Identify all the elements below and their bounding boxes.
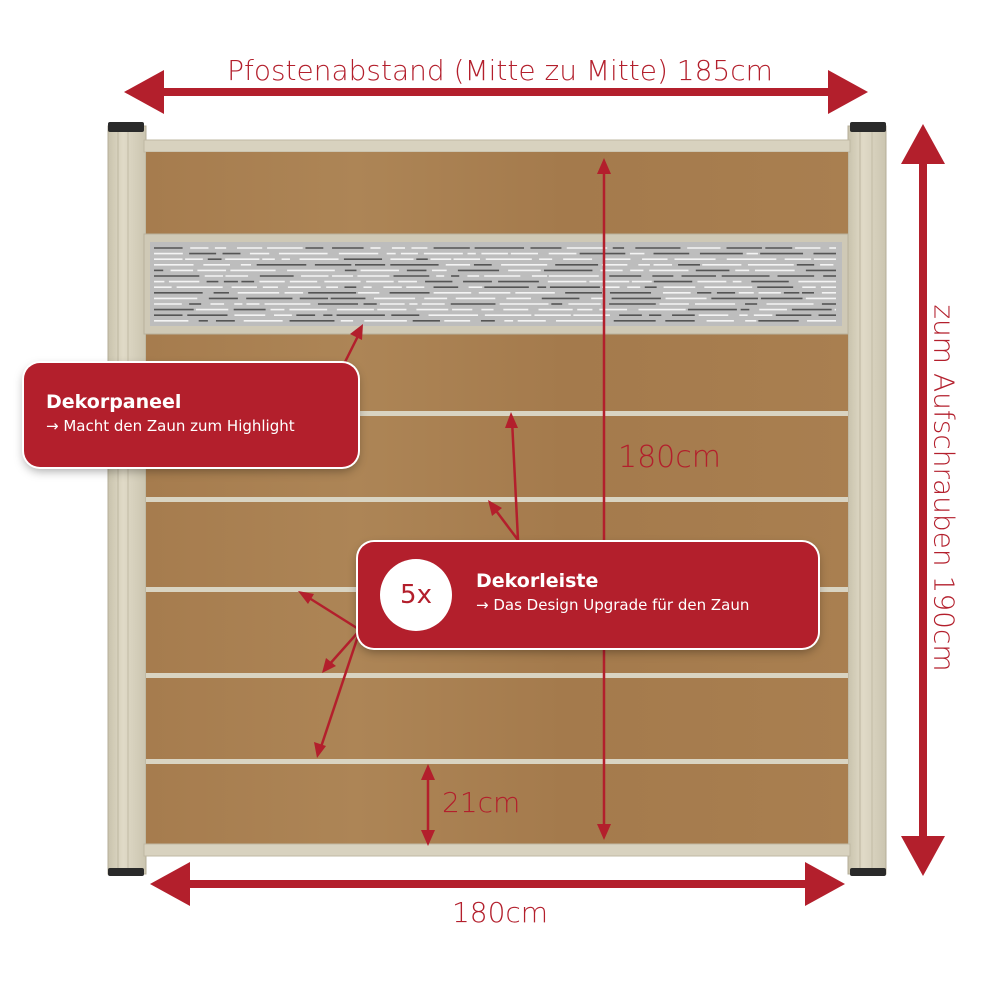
decor-panel	[150, 242, 842, 326]
dekorpaneel-title: Dekorpaneel	[46, 391, 182, 413]
dekorleiste-callout: 5x Dekorleiste → Das Design Upgrade für …	[358, 542, 818, 648]
post-spacing-label: Pfostenabstand (Mitte zu Mitte) 185cm	[227, 54, 773, 87]
panel-height-label: 180cm	[618, 440, 721, 475]
dekorpaneel-callout: Dekorpaneel → Macht den Zaun zum Highlig…	[24, 363, 358, 467]
dimension-arrows	[124, 70, 945, 906]
count-badge: 5x	[380, 559, 452, 631]
dekorleiste-subtitle: → Das Design Upgrade für den Zaun	[476, 596, 750, 614]
dekorleiste-title: Dekorleiste	[476, 570, 599, 592]
right-post	[847, 122, 887, 876]
top-rail	[143, 139, 851, 153]
height-screw-label: zum Aufschrauben 190cm	[927, 304, 961, 672]
bottom-rail	[143, 843, 851, 857]
left-post	[107, 122, 147, 876]
decor-panel-pattern	[154, 247, 836, 322]
dekorpaneel-subtitle: → Macht den Zaun zum Highlight	[46, 417, 295, 435]
panel-width-label: 180cm	[451, 896, 549, 929]
board-height-label: 21cm	[442, 786, 521, 819]
pointer-arrows	[298, 324, 520, 758]
